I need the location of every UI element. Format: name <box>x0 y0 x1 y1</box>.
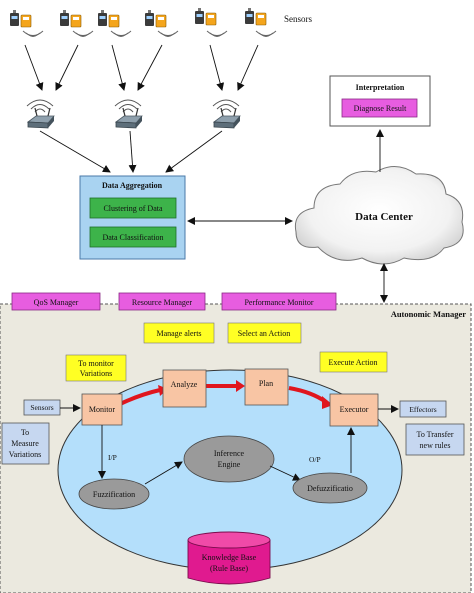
notes: Manage alerts Select an Action To monito… <box>65 322 388 382</box>
resource-manager-box <box>118 292 206 311</box>
inference-line2: Engine <box>218 460 241 469</box>
plan-box <box>244 368 289 406</box>
wireless-signal-icon <box>22 30 44 37</box>
data-center-cloud: Data Center <box>294 166 464 265</box>
data-aggregation-panel: Data Aggregation Clustering of Data Data… <box>79 175 186 260</box>
wireless-signal-icon <box>206 30 228 37</box>
router-icon <box>212 99 241 129</box>
clustering-box <box>89 197 177 219</box>
execute-action-note <box>319 351 388 373</box>
classification-box <box>89 226 177 248</box>
sensor-device-icon <box>244 7 267 26</box>
monitor-variations-note <box>65 354 127 382</box>
fuzzification-label: Fuzzification <box>93 490 135 499</box>
qos-manager-box <box>11 292 101 311</box>
monitor-box <box>81 393 123 426</box>
qos-manager-label: QoS Manager <box>34 298 79 307</box>
fuzzy-inference: I/P Fuzzification Inference Engine O/P D… <box>78 425 368 510</box>
executor-label: Executor <box>340 405 369 414</box>
data-aggregation-title: Data Aggregation <box>102 181 163 190</box>
sensor-device-icon <box>194 7 217 26</box>
sensors-label: Sensors <box>284 14 312 24</box>
diagnose-result-box <box>341 98 418 118</box>
knowledge-base-line1: Knowledge Base <box>202 553 257 562</box>
monitor-variations-line2: Variations <box>80 369 112 378</box>
resource-manager-label: Resource Manager <box>132 298 193 307</box>
effectors-box <box>399 400 447 418</box>
diagnose-result-label: Diagnose Result <box>354 104 407 113</box>
io-side-boxes: Sensors Effectors To Measure Variations … <box>1 399 465 465</box>
mape-loop: Monitor Analyze Plan Executor <box>81 368 379 427</box>
manager-buttons: QoS Manager Resource Manager Performance… <box>11 292 337 311</box>
select-action-label: Select an Action <box>238 329 290 338</box>
data-center-label: Data Center <box>355 211 413 223</box>
select-action-note <box>227 322 302 344</box>
interpretation-title: Interpretation <box>356 83 405 92</box>
sensor-device-icon <box>97 9 120 28</box>
analyze-label: Analyze <box>171 380 198 389</box>
wireless-signal-icon <box>110 30 132 37</box>
transfer-rules-box <box>405 423 465 456</box>
wireless-signal-icon <box>72 30 94 37</box>
effectors-label: Effectors <box>409 405 436 414</box>
transfer-line1: To Transfer <box>417 430 454 439</box>
router-icon <box>26 99 55 129</box>
clustering-label: Clustering of Data <box>103 204 163 213</box>
inference-engine-node <box>183 435 275 483</box>
router-icon <box>114 99 143 129</box>
fuzzification-node <box>78 478 150 510</box>
sensor-device-icon <box>9 9 32 28</box>
defuzzification-node <box>292 472 368 504</box>
wireless-signal-icon <box>157 30 179 37</box>
wireless-signal-icon <box>255 30 277 37</box>
interpretation-panel: Interpretation Diagnose Result <box>329 75 431 127</box>
measure-variations-box <box>1 422 50 465</box>
defuzzification-label: Defuzzificatio <box>307 484 353 493</box>
performance-monitor-box <box>221 292 337 311</box>
input-label: I/P <box>108 453 117 462</box>
execute-action-label: Execute Action <box>328 358 377 367</box>
manage-alerts-label: Manage alerts <box>156 329 201 338</box>
knowledge-base-line2: (Rule Base) <box>210 564 248 573</box>
autonomic-manager-label: Autonomic Manager <box>391 309 467 319</box>
inference-line1: Inference <box>214 449 245 458</box>
executor-box <box>329 393 379 427</box>
plan-label: Plan <box>259 379 273 388</box>
analyze-box <box>162 369 207 408</box>
sensors-input-label: Sensors <box>30 403 53 412</box>
performance-monitor-label: Performance Monitor <box>244 298 313 307</box>
monitor-label: Monitor <box>89 405 116 414</box>
manage-alerts-note <box>143 322 215 344</box>
measure-line2: Measure <box>11 439 39 448</box>
knowledge-base-cylinder: Knowledge Base (Rule Base) <box>187 531 271 585</box>
measure-line1: To <box>21 428 29 437</box>
sensor-device-icon <box>144 9 167 28</box>
output-label: O/P <box>309 455 321 464</box>
transfer-line2: new rules <box>420 441 451 450</box>
sensor-network: Sensors <box>9 7 312 173</box>
sensor-device-icon <box>59 9 82 28</box>
classification-label: Data Classification <box>102 233 163 242</box>
measure-line3: Variations <box>9 450 41 459</box>
sensors-input-box <box>23 399 61 416</box>
monitor-variations-line1: To monitor <box>78 359 114 368</box>
